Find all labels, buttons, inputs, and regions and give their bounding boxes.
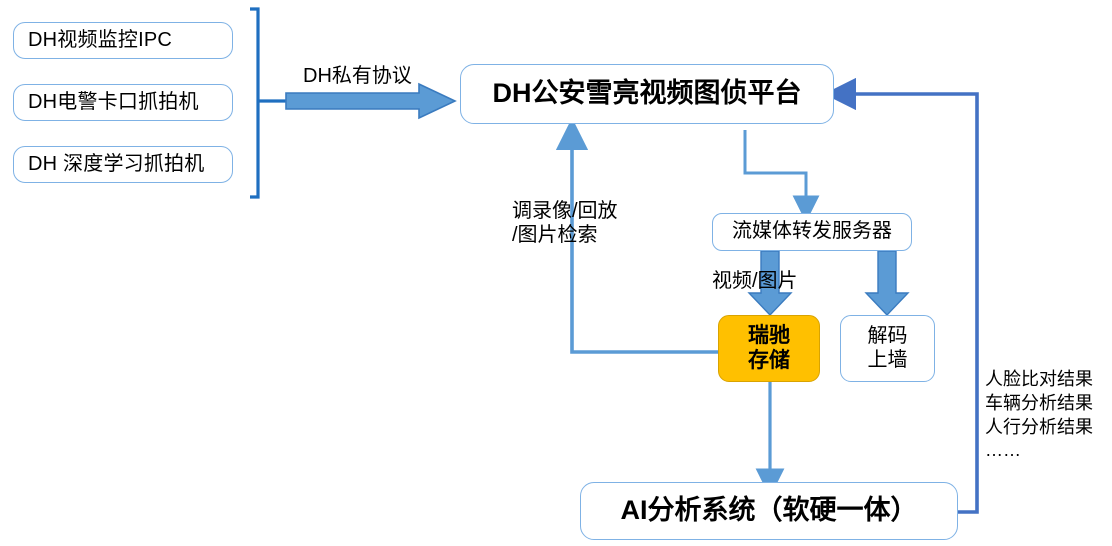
platform-node[interactable]: DH公安雪亮视频图侦平台 xyxy=(460,64,834,124)
stream-server-node-label: 流媒体转发服务器 xyxy=(732,220,892,243)
decode-node[interactable]: 解码 上墙 xyxy=(840,315,935,382)
source-node-deeplearning-camera[interactable]: DH 深度学习抓拍机 xyxy=(13,146,233,183)
analysis-results-label: 人脸比对结果 车辆分析结果 人行分析结果 …… xyxy=(985,369,1093,461)
source-node-ipc-label: DH视频监控IPC xyxy=(28,28,173,51)
ai-system-node-label: AI分析系统（软硬一体） xyxy=(620,495,918,526)
media-edge-label: 视频/图片 xyxy=(712,270,798,292)
platform-node-label: DH公安雪亮视频图侦平台 xyxy=(492,78,802,109)
analysis-results-return-arrow xyxy=(823,77,979,514)
stream-server-node[interactable]: 流媒体转发服务器 xyxy=(712,213,912,251)
source-node-traffic-camera-label: DH电警卡口抓拍机 xyxy=(28,90,199,113)
protocol-edge-label: DH私有协议 xyxy=(303,65,412,87)
storage-node-label: 瑞驰 存储 xyxy=(748,323,790,372)
source-node-deeplearning-camera-label: DH 深度学习抓拍机 xyxy=(28,152,205,175)
ai-system-node[interactable]: AI分析系统（软硬一体） xyxy=(580,482,958,540)
retrieval-edge-label: 调录像/回放 /图片检索 xyxy=(512,200,618,247)
source-node-traffic-camera[interactable]: DH电警卡口抓拍机 xyxy=(13,84,233,121)
source-group-bracket xyxy=(250,7,286,199)
storage-node[interactable]: 瑞驰 存储 xyxy=(718,315,820,382)
platform-to-stream-arrow xyxy=(743,130,820,223)
source-node-ipc[interactable]: DH视频监控IPC xyxy=(13,22,233,59)
protocol-block-arrow xyxy=(285,82,457,120)
stream-to-decode-block-arrow xyxy=(864,250,910,317)
decode-node-label: 解码 上墙 xyxy=(867,324,908,371)
